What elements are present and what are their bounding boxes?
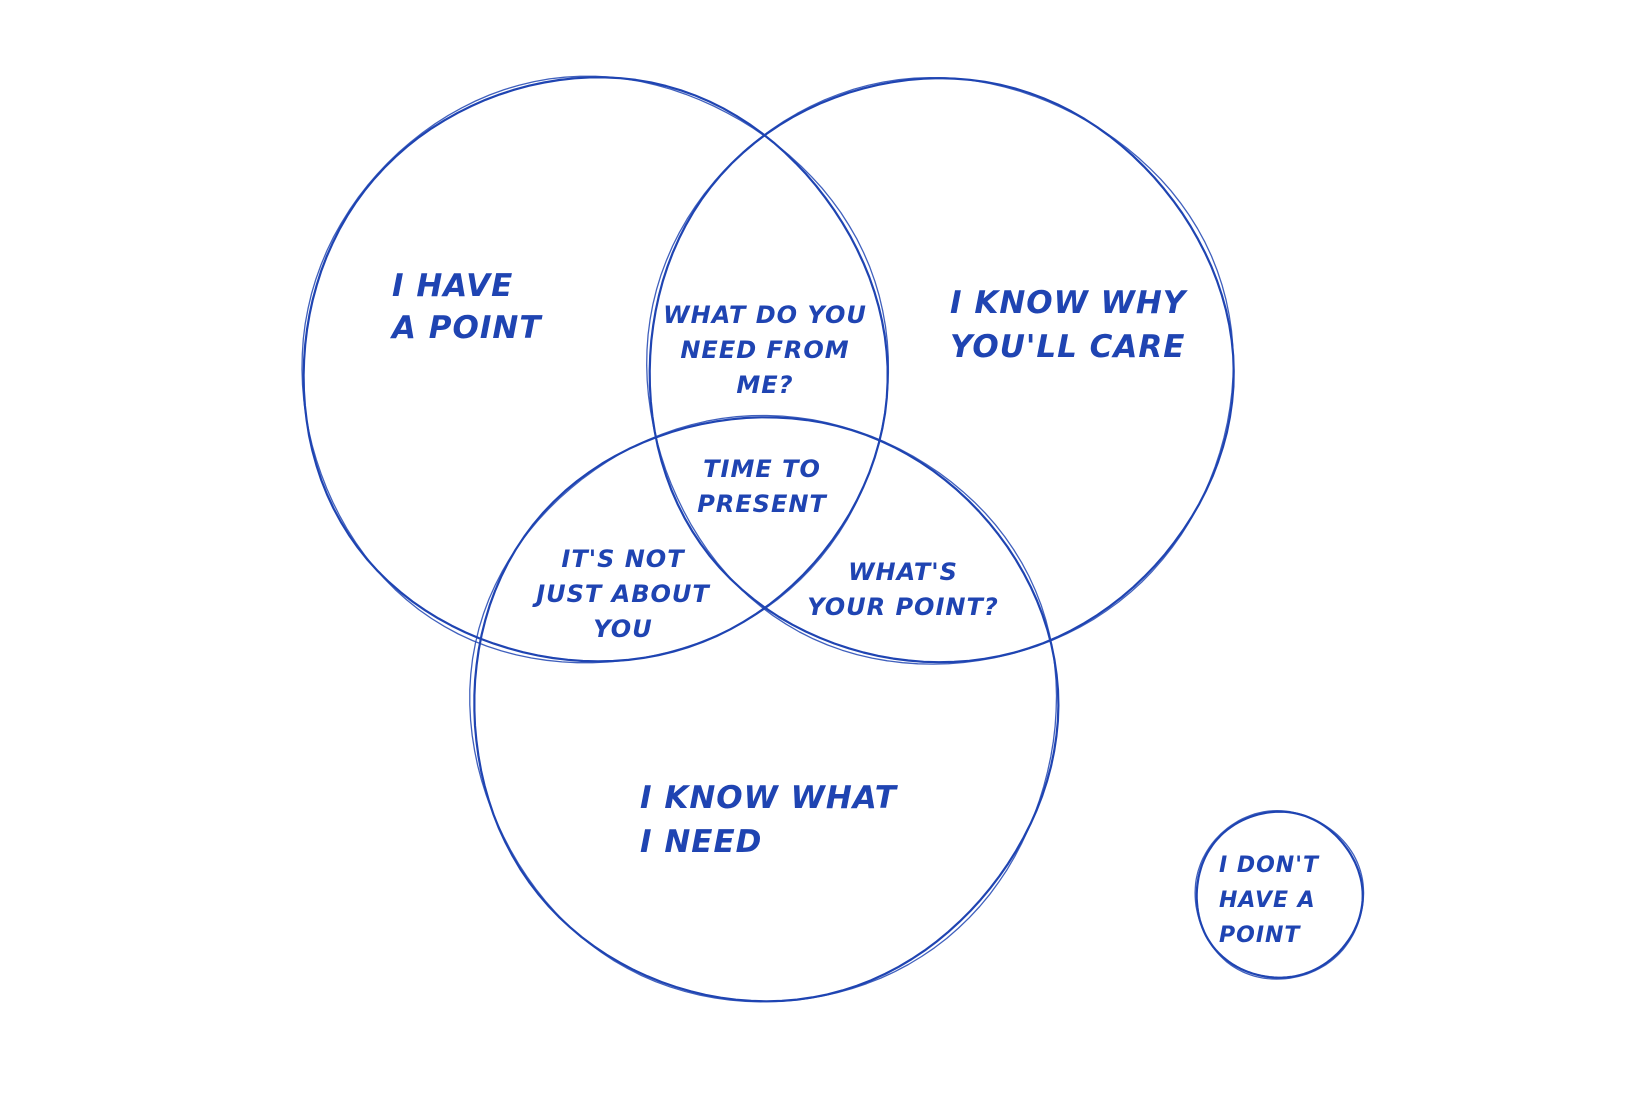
label-i-dont-have-a-point: I DON'T HAVE A POINT	[1219, 853, 1320, 948]
label-i-know-what-i-need-line: I KNOW WHAT	[640, 780, 899, 816]
label-its-not-just-about-you-line: JUST ABOUT	[532, 580, 710, 608]
label-i-know-what-i-need-line: I NEED	[640, 824, 762, 860]
label-i-have-a-point-line: I HAVE	[392, 268, 513, 304]
circle-i-dont-have-a-point	[1194, 809, 1365, 980]
label-i-dont-have-a-point-line: POINT	[1219, 923, 1301, 948]
label-time-to-present-line: PRESENT	[697, 490, 827, 518]
label-i-know-why-youll-care: I KNOW WHY YOU'LL CARE	[950, 285, 1189, 365]
label-time-to-present: TIME TO PRESENT	[697, 455, 827, 518]
label-what-do-you-need-from-me-line: NEED FROM	[680, 336, 849, 364]
circle-i-know-why-youll-care	[646, 76, 1235, 665]
label-time-to-present-line: TIME TO	[703, 455, 821, 483]
label-whats-your-point: WHAT'S YOUR POINT?	[807, 558, 999, 621]
label-i-dont-have-a-point-line: HAVE A	[1219, 888, 1316, 913]
label-its-not-just-about-you-line: YOU	[593, 615, 652, 643]
circle-i-have-a-point	[301, 75, 890, 664]
label-i-know-what-i-need: I KNOW WHAT I NEED	[640, 780, 899, 860]
label-what-do-you-need-from-me-line: WHAT DO YOU	[663, 301, 867, 329]
label-what-do-you-need-from-me-line: ME?	[736, 371, 793, 399]
label-what-do-you-need-from-me: WHAT DO YOU NEED FROM ME?	[663, 301, 867, 399]
label-i-know-why-youll-care-line: I KNOW WHY	[950, 285, 1189, 321]
label-whats-your-point-line: YOUR POINT?	[807, 593, 999, 621]
label-i-know-why-youll-care-line: YOU'LL CARE	[950, 329, 1185, 365]
label-its-not-just-about-you-line: IT'S NOT	[561, 545, 685, 573]
label-i-dont-have-a-point-line: I DON'T	[1219, 853, 1320, 878]
label-whats-your-point-line: WHAT'S	[848, 558, 958, 586]
circle-i-know-what-i-need	[469, 414, 1060, 1003]
label-its-not-just-about-you: IT'S NOT JUST ABOUT YOU	[532, 545, 710, 643]
label-i-have-a-point-line: A POINT	[389, 310, 543, 346]
label-i-have-a-point: I HAVE A POINT	[389, 268, 543, 346]
